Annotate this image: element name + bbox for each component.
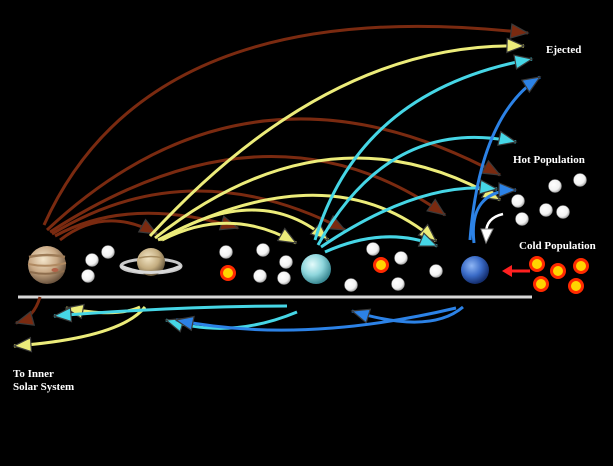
cold-body-6 bbox=[568, 278, 584, 294]
trajectory-arrow-neptune-21 bbox=[471, 182, 518, 244]
white-body-3 bbox=[219, 245, 233, 259]
white-body-5 bbox=[279, 255, 293, 269]
trajectory-arrow-neptune-20 bbox=[468, 75, 542, 241]
white-body-4 bbox=[256, 243, 270, 257]
white-body-2 bbox=[81, 269, 95, 283]
white-body-11 bbox=[391, 277, 405, 291]
trajectory-arrow-jupiter-6 bbox=[14, 296, 42, 326]
trajectory-arrow-saturn-11 bbox=[161, 221, 298, 245]
white-body-1 bbox=[101, 245, 115, 259]
white-body-9 bbox=[366, 242, 380, 256]
white-body-10 bbox=[394, 251, 408, 265]
white-body-12 bbox=[429, 264, 443, 278]
trajectory-arrow-jupiter-5 bbox=[59, 218, 159, 242]
inner-solar-system-label-line1: To Inner bbox=[13, 368, 54, 380]
jupiter-planet bbox=[27, 246, 67, 284]
trajectory-arrow-jupiter-0 bbox=[42, 23, 530, 226]
ejected-label: Ejected bbox=[546, 44, 582, 56]
hot-population-label: Hot Population bbox=[513, 154, 585, 166]
cold-body-0 bbox=[220, 265, 236, 281]
white-body-18 bbox=[573, 173, 587, 187]
cold-body-4 bbox=[573, 258, 589, 274]
trajectory-arrow-uranus-17 bbox=[324, 232, 439, 254]
cold-body-3 bbox=[550, 263, 566, 279]
cold-body-1 bbox=[373, 257, 389, 273]
cold-body-5 bbox=[533, 276, 549, 292]
white-body-6 bbox=[253, 269, 267, 283]
neptune-planet bbox=[461, 256, 489, 284]
cold-to-hot-arrow bbox=[480, 212, 504, 245]
inward-arrow bbox=[502, 265, 530, 277]
trajectory-arrow-neptune-22 bbox=[350, 305, 464, 324]
small-bodies bbox=[81, 173, 589, 294]
trajectory-arrow-jupiter-2 bbox=[49, 155, 447, 234]
trajectory-arrow-saturn-7 bbox=[148, 37, 526, 238]
trajectory-arrows bbox=[12, 23, 542, 353]
inner-solar-system-label-line2: Solar System bbox=[13, 381, 75, 393]
white-body-16 bbox=[556, 205, 570, 219]
cold-population-label: Cold Population bbox=[519, 240, 596, 252]
white-body-14 bbox=[515, 212, 529, 226]
saturn-planet bbox=[119, 248, 183, 276]
white-body-8 bbox=[344, 278, 358, 292]
white-body-0 bbox=[85, 253, 99, 267]
white-body-15 bbox=[539, 203, 553, 217]
trajectory-arrow-saturn-12 bbox=[12, 306, 147, 353]
white-body-13 bbox=[511, 194, 525, 208]
white-body-7 bbox=[277, 271, 291, 285]
cold-body-2 bbox=[529, 256, 545, 272]
trajectory-arrow-uranus-19 bbox=[52, 304, 288, 323]
trajectory-arrow-uranus-14 bbox=[313, 54, 534, 241]
trajectory-arrow-neptune-23 bbox=[174, 306, 457, 332]
white-body-17 bbox=[548, 179, 562, 193]
uranus-planet bbox=[301, 254, 331, 284]
trajectory-arrow-uranus-15 bbox=[316, 130, 518, 246]
